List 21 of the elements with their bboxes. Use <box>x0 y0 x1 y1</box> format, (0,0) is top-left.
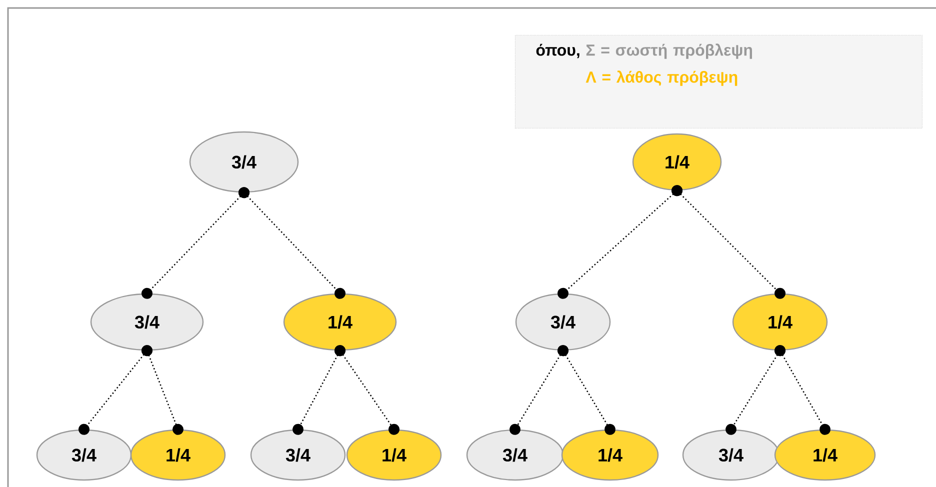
ellipse-node: 1/4 <box>346 429 442 481</box>
ellipse-node: 3/4 <box>515 293 611 351</box>
ellipse-node: 3/4 <box>90 293 204 351</box>
dotted-connector <box>774 345 831 435</box>
ellipse-node: 3/4 <box>250 429 346 481</box>
ellipse-node: 1/4 <box>732 293 828 351</box>
dotted-connector <box>672 185 786 299</box>
ellipse-node: 3/4 <box>189 131 299 193</box>
dotted-connector <box>142 345 184 435</box>
ellipse-node: 3/4 <box>466 429 564 481</box>
ellipse-node: 1/4 <box>130 429 226 481</box>
ellipse-node: 1/4 <box>283 293 397 351</box>
ellipse-node: 1/4 <box>774 429 876 481</box>
dotted-connector <box>238 187 346 299</box>
legend-box: όπου, Σ = σωστή πρόβλεψη Λ = λάθος πρόβεψη <box>515 35 922 128</box>
ellipse-node: 3/4 <box>682 429 780 481</box>
dotted-connector <box>558 345 616 435</box>
ellipse-node: 1/4 <box>632 133 722 191</box>
ellipse-node: 3/4 <box>36 429 132 481</box>
dotted-connector <box>334 345 400 435</box>
ellipse-node: 1/4 <box>561 429 659 481</box>
